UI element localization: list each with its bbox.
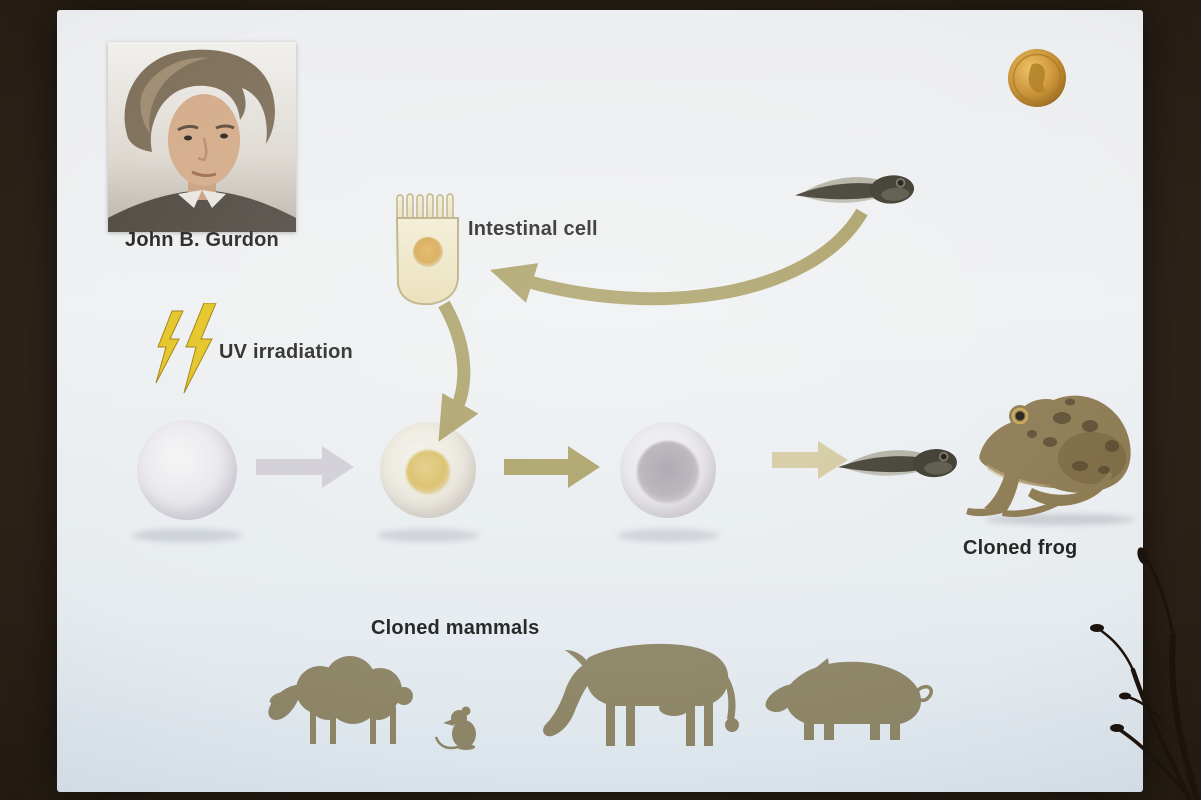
nobel-medal-icon: [1008, 49, 1066, 107]
frog-shadow: [985, 514, 1135, 525]
egg-shadow: [617, 529, 719, 542]
intestinal-cell-icon: [395, 193, 459, 306]
embryo-cell-mass: [637, 440, 699, 503]
john-b-gurdon-photo-icon: [108, 42, 296, 232]
cloned-mammals-label: Cloned mammals: [371, 617, 540, 639]
egg-uv-irradiated: [137, 420, 237, 520]
transplanted-nucleus: [406, 449, 450, 494]
egg-with-transplanted-nucleus: [380, 422, 476, 518]
dividing-embryo: [620, 422, 716, 518]
intestinal-cell-label: Intestinal cell: [468, 218, 598, 240]
portrait-photo: [108, 42, 296, 232]
mouse-silhouette-icon: [434, 706, 476, 750]
uv-irradiation-label: UV irradiation: [219, 341, 353, 363]
donor-tadpole-icon: [795, 175, 914, 204]
egg-shadow: [377, 529, 479, 542]
result-tadpole-icon: [838, 449, 957, 478]
egg-shadow: [132, 529, 242, 542]
pig-silhouette-icon: [765, 658, 933, 740]
dried-plant-icon: [1090, 547, 1200, 800]
portrait-caption: John B. Gurdon: [125, 229, 279, 251]
cloned-frog-icon: [966, 395, 1131, 517]
cloned-frog-label: Cloned frog: [963, 537, 1078, 559]
cow-silhouette-icon: [543, 643, 739, 746]
uv-lightning-bolts-icon: [155, 303, 217, 394]
sheep-silhouette-icon: [268, 656, 413, 744]
